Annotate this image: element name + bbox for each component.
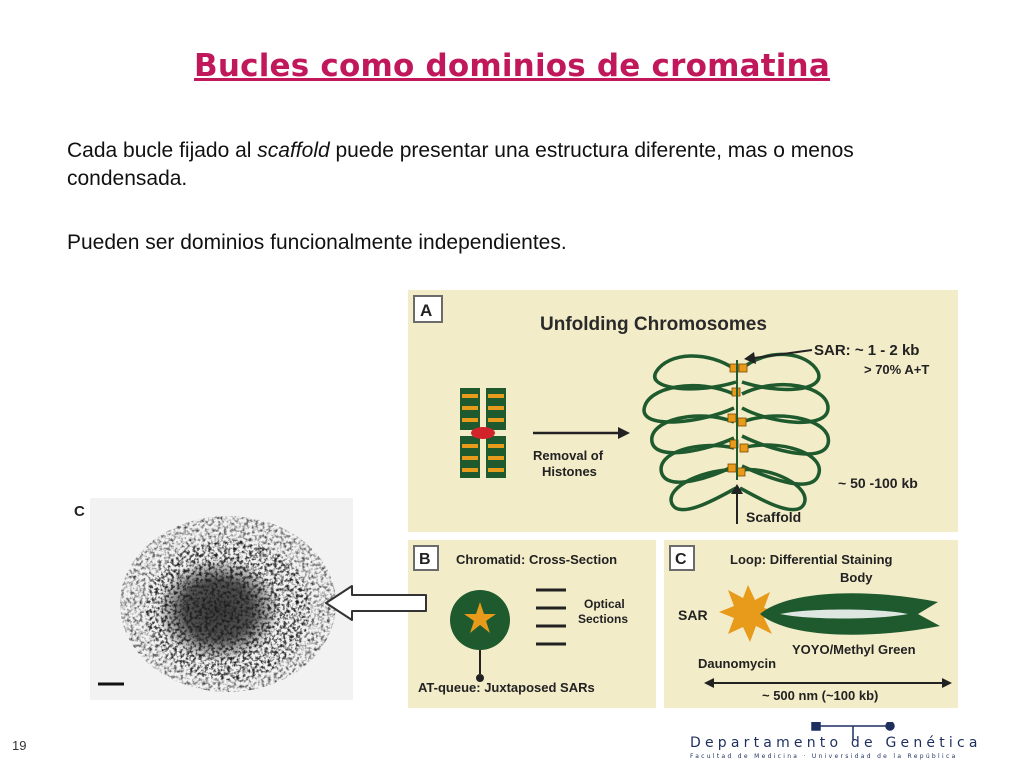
slide-number: 19 — [12, 738, 27, 753]
paragraph-loops: Cada bucle fijado al scaffold puede pres… — [67, 139, 854, 190]
panel-c-sar-label: SAR — [678, 607, 708, 623]
panel-b-background — [408, 540, 656, 708]
sar-size-label: SAR: ~ 1 - 2 kb — [814, 342, 919, 359]
loop-size-label: ~ 50 -100 kb — [838, 475, 918, 491]
pedigree-icon — [811, 722, 895, 740]
panel-b-letter-box: B — [413, 545, 439, 571]
optical-section-lines — [536, 588, 566, 646]
department-logo: Departamento de Genética Facultad de Med… — [690, 722, 982, 760]
panel-b-letter: B — [419, 551, 431, 568]
panel-a-letter: A — [420, 301, 432, 320]
panel-c-letter: C — [675, 551, 687, 568]
daunomycin-burst — [719, 585, 780, 642]
department-subtitle: Facultad de Medicina · Universidad de la… — [690, 753, 958, 760]
panel-c-body-label: Body — [840, 570, 873, 585]
panel-c-size-label: ~ 500 nm (~100 kb) — [762, 688, 878, 703]
daunomycin-label: Daunomycin — [698, 656, 776, 671]
at-queue-label: AT-queue: Juxtaposed SARs — [418, 680, 595, 695]
panel-a-title: Unfolding Chromosomes — [540, 314, 767, 335]
optical-label-1: Optical — [584, 597, 625, 611]
optical-label-2: Sections — [578, 612, 628, 626]
page-title: Bucles como dominios de cromatina — [194, 48, 830, 84]
panel-c-letter-box: C — [669, 545, 695, 571]
department-name: Departamento de Genética — [690, 735, 982, 751]
paragraph-domains: Pueden ser dominios funcionalmente indep… — [67, 231, 567, 254]
electron-micrograph: C — [68, 498, 353, 700]
panel-a-letter-box: A — [413, 295, 443, 323]
yoyo-label: YOYO/Methyl Green — [792, 642, 916, 657]
panel-c-loop-label: Loop: Differential Staining — [730, 552, 893, 567]
pointing-arrow — [325, 585, 427, 621]
removal-label-2: Histones — [542, 464, 597, 479]
removal-label-1: Removal of — [533, 448, 604, 463]
scaffold-term: scaffold — [257, 139, 330, 162]
sar-at-label: > 70% A+T — [864, 362, 929, 377]
panel-b-title: Chromatid: Cross-Section — [456, 552, 617, 567]
micrograph-letter: C — [74, 503, 85, 520]
scaffold-label: Scaffold — [746, 509, 801, 525]
condensed-chromosome — [460, 388, 506, 478]
scaffold-star — [464, 602, 496, 633]
chromatin-figure: A Unfolding Chromosomes Removal of Histo… — [408, 290, 958, 708]
